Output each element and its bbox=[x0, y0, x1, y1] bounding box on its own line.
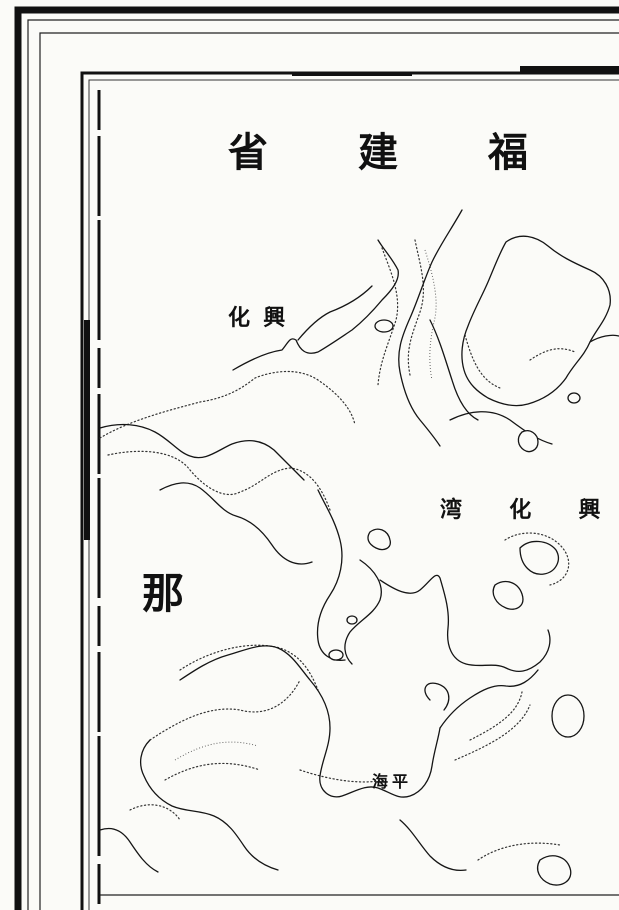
map-title-char-1: 省 bbox=[228, 129, 268, 176]
depth-contours bbox=[99, 239, 576, 861]
place-label-xinghua: 化興 bbox=[228, 305, 299, 331]
coastlines bbox=[99, 209, 619, 873]
map-frame bbox=[14, 6, 619, 910]
map-title-char-3: 福 bbox=[488, 129, 528, 176]
map-title: 省 建 福 bbox=[228, 120, 528, 178]
map-title-char-2: 建 bbox=[358, 129, 398, 176]
place-label-xinghua-bay: 湾 化 興 bbox=[440, 497, 619, 523]
place-label-pinghai: 海平 bbox=[372, 772, 413, 791]
side-label-char: 那 bbox=[142, 569, 185, 618]
islands bbox=[328, 319, 585, 886]
